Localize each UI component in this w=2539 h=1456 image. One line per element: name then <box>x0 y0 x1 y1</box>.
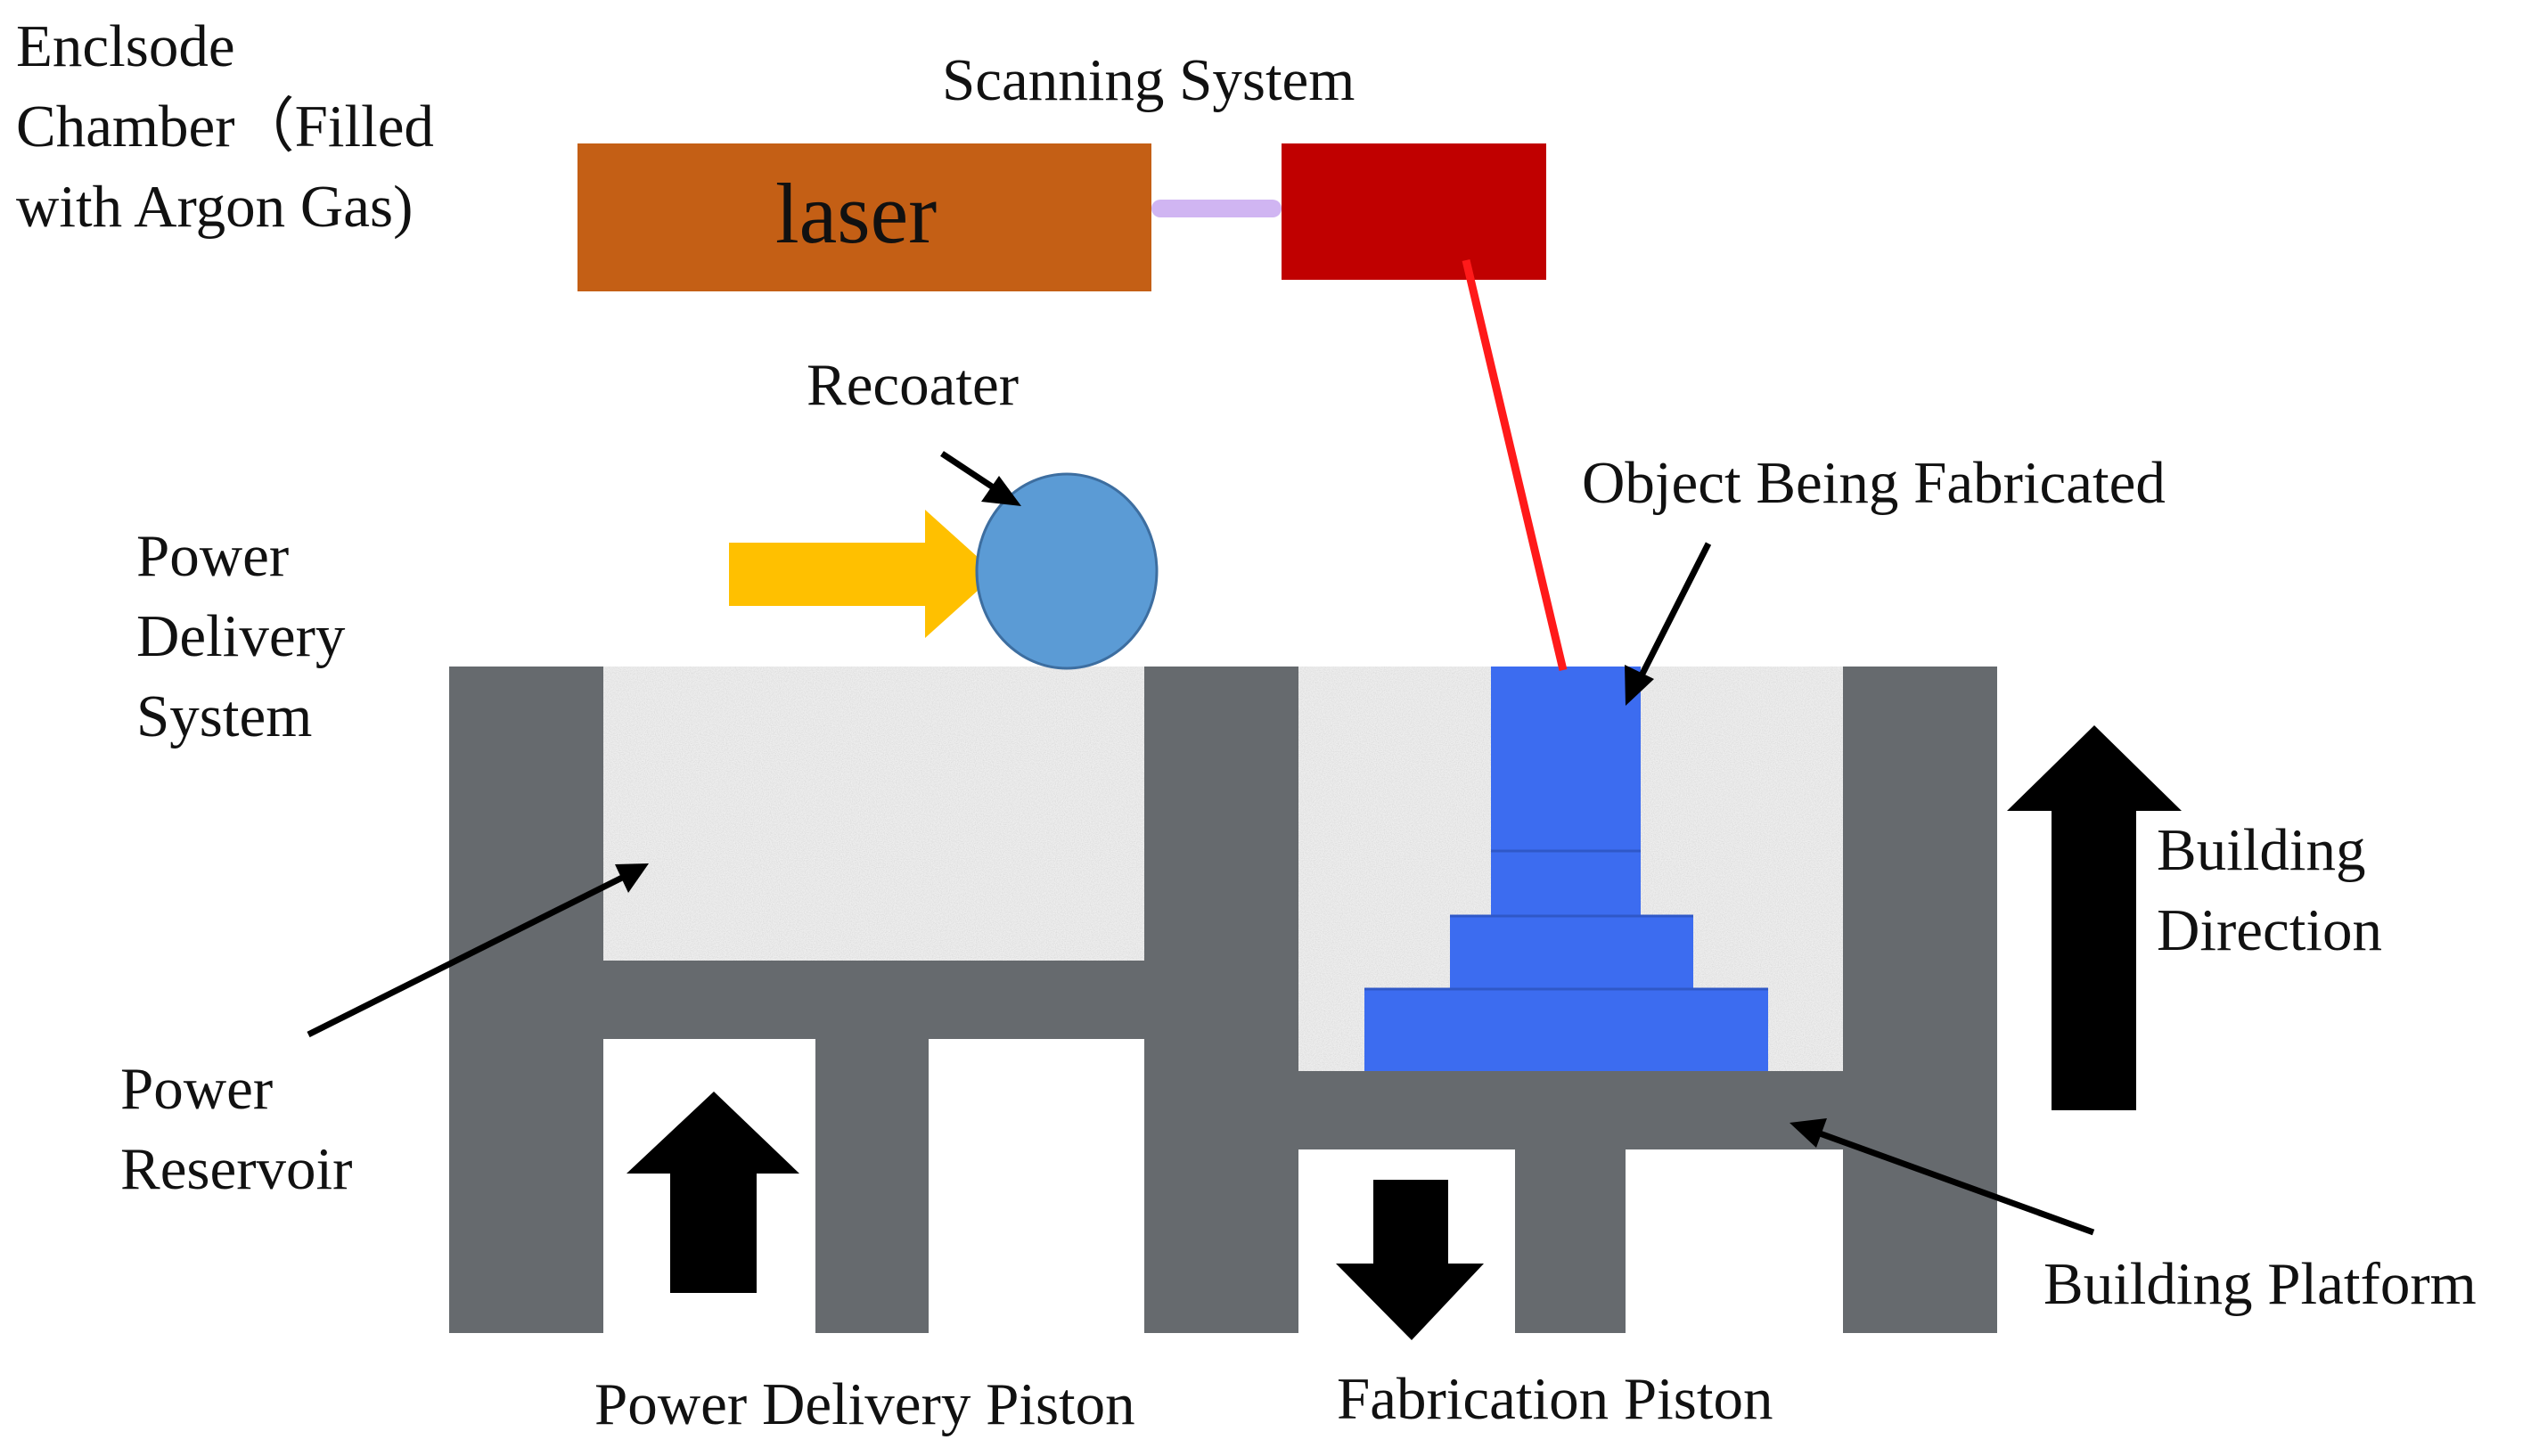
laser-beam <box>1462 258 1568 672</box>
scanner-box <box>1282 143 1546 280</box>
fabrication-piston-label: Fabrication Piston <box>1337 1366 1773 1432</box>
reservoir-pointer-head <box>615 863 649 893</box>
beam-link <box>1151 200 1282 217</box>
object-layer-1 <box>1364 989 1768 1071</box>
delivery-piston-rod <box>815 1039 929 1333</box>
recoater-push-arrow <box>729 510 996 638</box>
building-platform-label: Building Platform <box>2043 1251 2477 1317</box>
object-layer-4 <box>1491 667 1641 851</box>
recoater-roller <box>975 472 1159 670</box>
scanning-system-label: Scanning System <box>942 47 1355 113</box>
fabrication-piston-rod <box>1515 1149 1626 1333</box>
recoater-label: Recoater <box>807 352 1020 418</box>
power-delivery-system-label: Power Delivery System <box>136 523 346 749</box>
laser-box <box>577 143 1151 291</box>
reservoir-pointer <box>307 874 624 1038</box>
object-pointer <box>1636 542 1712 681</box>
building-platform-plate <box>1298 1071 1843 1149</box>
fabrication-down-arrow <box>1336 1180 1484 1340</box>
powder-left-grain <box>603 667 1144 961</box>
platform-pointer-head <box>1790 1118 1827 1148</box>
laser-label: laser <box>775 166 938 261</box>
delivery-up-arrow <box>627 1092 799 1293</box>
power-delivery-piston-label: Power Delivery Piston <box>594 1371 1135 1437</box>
object-label: Object Being Fabricated <box>1582 450 2166 516</box>
building-direction-arrow <box>2007 725 2182 1110</box>
wall-left <box>449 667 603 1333</box>
delivery-piston-plate <box>603 961 1144 1039</box>
object-layer-3 <box>1491 851 1641 916</box>
power-reservoir-label: Power Reservoir <box>120 1056 353 1202</box>
recoater-pointer <box>940 451 1002 495</box>
object-layer-2 <box>1450 916 1693 989</box>
pointer-arrows <box>307 451 2095 1236</box>
platform-pointer <box>1818 1130 2095 1236</box>
wall-right <box>1843 667 1997 1333</box>
wall-middle <box>1144 667 1298 1333</box>
enclosed-chamber-label: Enclsode Chamber（Filled with Argon Gas) <box>16 13 434 240</box>
building-direction-label: Building Direction <box>2157 817 2383 963</box>
recoater-pointer-head <box>981 476 1021 506</box>
object-pointer-head <box>1625 665 1654 706</box>
